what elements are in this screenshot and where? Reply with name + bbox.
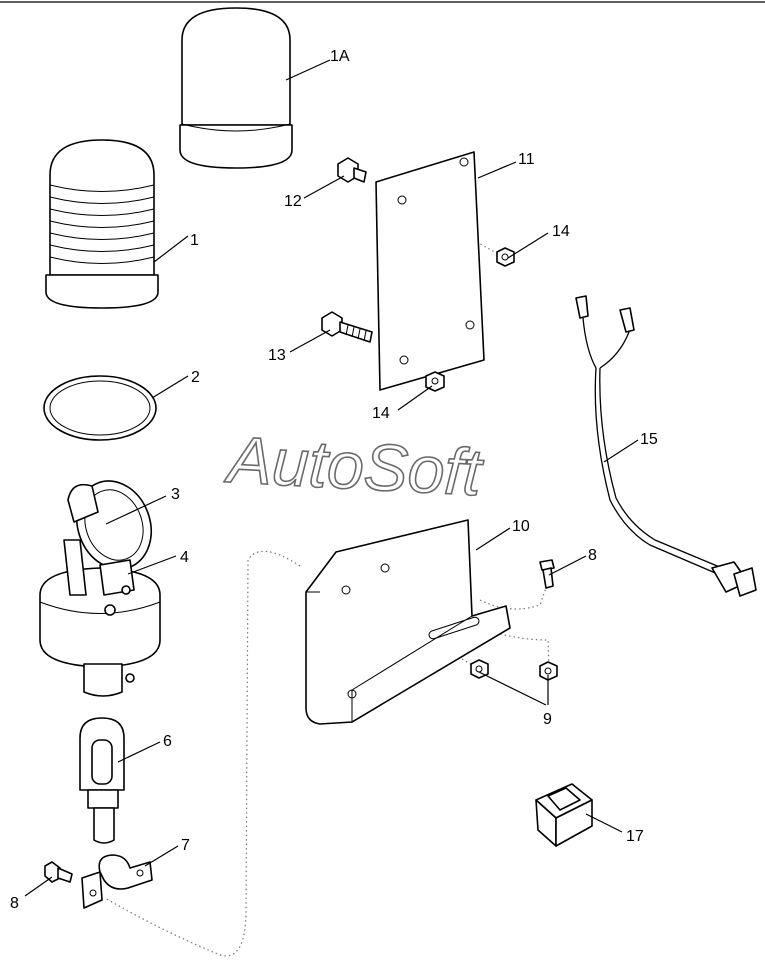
part-14-nut-lower [425, 371, 445, 392]
part-14-nut-upper [496, 247, 515, 267]
part-10-l-bracket [305, 519, 511, 725]
callout-14-lower: 14 [372, 405, 390, 422]
part-7-clamp-bracket [81, 854, 153, 909]
callout-8-right: 8 [588, 547, 597, 564]
callout-3: 3 [171, 486, 180, 503]
part-11-mounting-plate [375, 151, 485, 391]
part-9-nut-right [539, 661, 558, 681]
callout-1a: 1A [330, 48, 350, 65]
leader-lines [24, 59, 639, 897]
callout-13: 13 [268, 347, 286, 364]
callout-6: 6 [163, 733, 172, 750]
callout-8-lower: 8 [10, 895, 19, 912]
callout-14-upper: 14 [552, 223, 570, 240]
callout-10: 10 [512, 518, 530, 535]
callout-7: 7 [181, 837, 190, 854]
part-8-screw-right [539, 559, 555, 589]
callout-1: 1 [190, 232, 199, 249]
callout-15: 15 [640, 431, 658, 448]
callout-17: 17 [626, 828, 644, 845]
callout-12: 12 [284, 193, 302, 210]
part-1-ribbed-lens [45, 139, 159, 309]
callout-4: 4 [180, 549, 189, 566]
part-12-short-bolt [337, 157, 367, 183]
callout-11: 11 [518, 151, 535, 168]
callout-9: 9 [543, 711, 552, 728]
part-6-mounting-spigot [79, 717, 125, 844]
callouts: 1A 1 2 3 4 6 7 8 8 9 10 11 12 13 14 14 1… [10, 48, 658, 912]
callout-2: 2 [191, 369, 200, 386]
part-4-beacon-base [39, 539, 161, 697]
watermark-text: AutoSoft [222, 422, 485, 509]
part-2-seal-ring [43, 375, 157, 441]
part-15-wiring-harness [575, 295, 757, 597]
part-13-long-bolt [321, 311, 373, 343]
part-17-rocker-switch [535, 783, 593, 847]
part-1a-lens-dome [179, 7, 293, 169]
part-3-reflector [67, 480, 152, 570]
part-8-bolt-lower [44, 861, 73, 883]
